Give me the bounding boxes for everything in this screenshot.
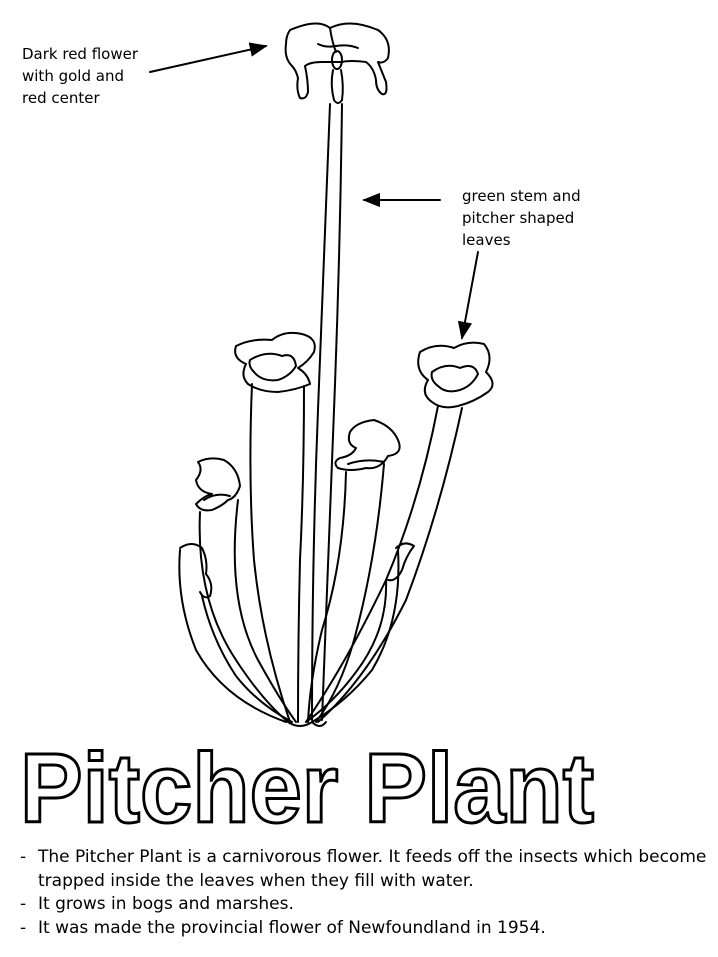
pitcher-leaf-middle [307,419,401,723]
flower-label: Dark red flower with gold and red center [22,45,139,107]
flower-arrow [149,42,268,73]
fact-item: It grows in bogs and marshes. [20,893,718,917]
fact-item: The Pitcher Plant is a carnivorous flowe… [20,846,718,893]
leaf-arrow [457,251,479,340]
fact-item: It was made the provincial flower of New… [20,917,718,941]
pitcher-leaf-far-right [305,542,415,723]
page-title: Pitcher Plant [20,733,594,843]
facts-list: The Pitcher Plant is a carnivorous flowe… [20,846,718,940]
stem-label: green stem and pitcher shaped leaves [462,187,581,249]
pitcher-leaf-far-left [178,543,293,723]
pitcher-leaf-left-small [195,457,297,723]
plant-base [287,721,327,727]
pitcher-leaf-left-tall [234,331,316,723]
flower-head [284,22,390,104]
